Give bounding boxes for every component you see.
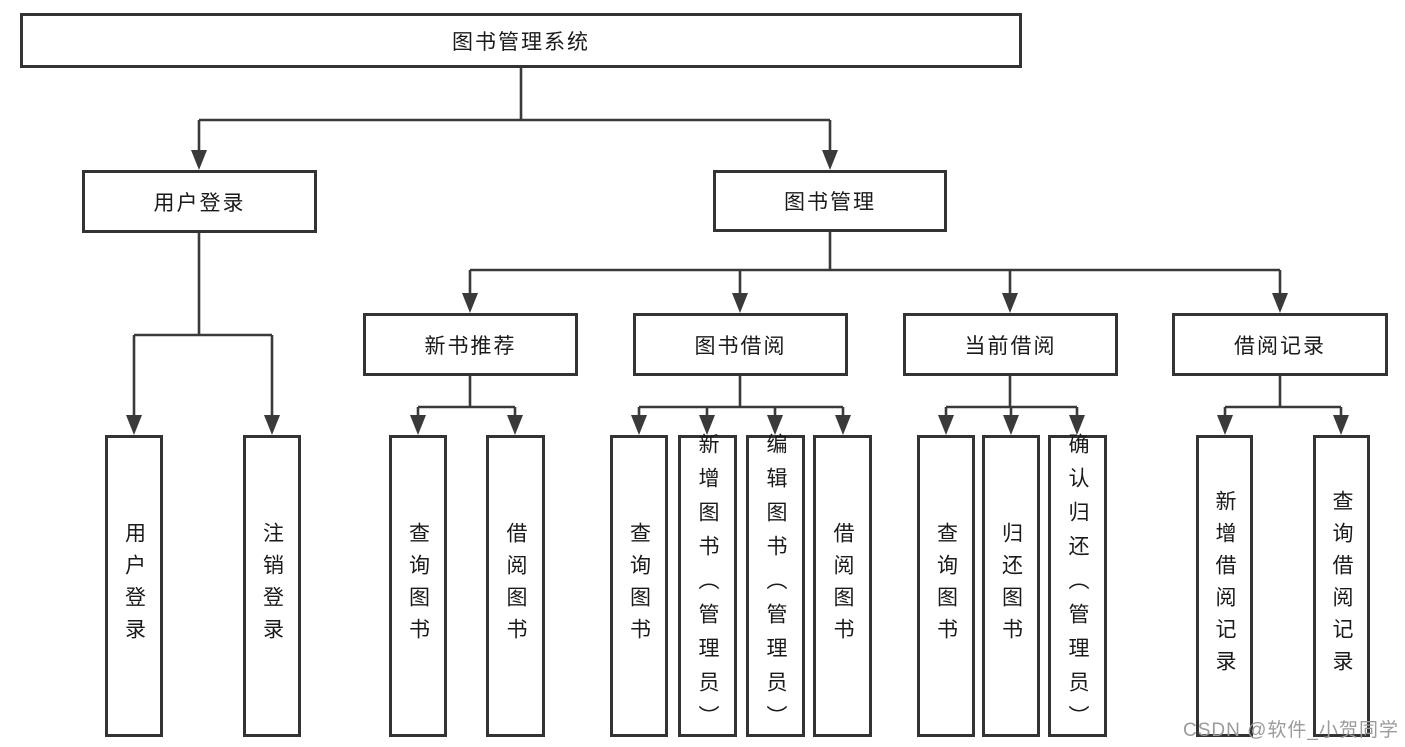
- node-book-borrowing: 图书借阅: [633, 313, 848, 376]
- leaf-add-borrow-record: 新增借阅记录: [1196, 435, 1253, 737]
- leaf-label: 编辑图书（管理员）: [764, 433, 787, 739]
- leaf-logout: 注销登录: [243, 435, 301, 737]
- leaf-label: 确认归还（管理员）: [1066, 433, 1089, 739]
- leaf-query-borrow-record: 查询借阅记录: [1313, 435, 1370, 737]
- node-library-management-system: 图书管理系统: [20, 13, 1022, 68]
- node-label: 借阅记录: [1234, 334, 1326, 358]
- leaf-return-books: 归还图书: [982, 435, 1040, 737]
- node-current-borrowing: 当前借阅: [903, 313, 1118, 376]
- leaf-user-login: 用户登录: [105, 435, 163, 737]
- node-new-book-recommendation: 新书推荐: [363, 313, 578, 376]
- node-label: 新书推荐: [424, 334, 517, 358]
- node-label: 当前借阅: [964, 334, 1057, 358]
- leaf-label: 注销登录: [260, 522, 284, 650]
- leaf-borrow-books: 借阅图书: [813, 435, 872, 737]
- leaf-label: 新增借阅记录: [1213, 490, 1236, 682]
- leaf-borrow-books-recommend: 借阅图书: [486, 435, 545, 737]
- leaf-label: 查询借阅记录: [1330, 490, 1353, 682]
- leaf-label: 查询图书: [406, 522, 430, 650]
- node-label: 用户登录: [153, 191, 246, 215]
- leaf-label: 借阅图书: [504, 522, 527, 650]
- leaf-add-books-admin: 新增图书（管理员）: [678, 433, 737, 739]
- leaf-label: 借阅图书: [831, 522, 854, 650]
- node-borrowing-records: 借阅记录: [1172, 313, 1388, 376]
- node-label: 图书借阅: [694, 334, 787, 358]
- leaf-query-books-current: 查询图书: [917, 435, 975, 737]
- leaf-query-books-recommend: 查询图书: [389, 435, 447, 737]
- node-label: 图书管理系统: [452, 30, 590, 54]
- leaf-label: 新增图书（管理员）: [696, 433, 719, 739]
- leaf-label: 用户登录: [122, 522, 146, 650]
- node-label: 图书管理: [784, 191, 876, 214]
- node-book-management: 图书管理: [713, 170, 947, 232]
- leaf-query-books-borrowing: 查询图书: [610, 435, 668, 737]
- leaf-edit-books-admin: 编辑图书（管理员）: [746, 433, 805, 739]
- leaf-label: 查询图书: [627, 522, 651, 650]
- leaf-confirm-return-admin: 确认归还（管理员）: [1048, 433, 1107, 739]
- leaf-label: 归还图书: [999, 522, 1023, 650]
- leaf-label: 查询图书: [934, 522, 958, 650]
- node-user-login: 用户登录: [82, 170, 317, 233]
- csdn-watermark: CSDN @软件_小贺同学: [1183, 720, 1399, 741]
